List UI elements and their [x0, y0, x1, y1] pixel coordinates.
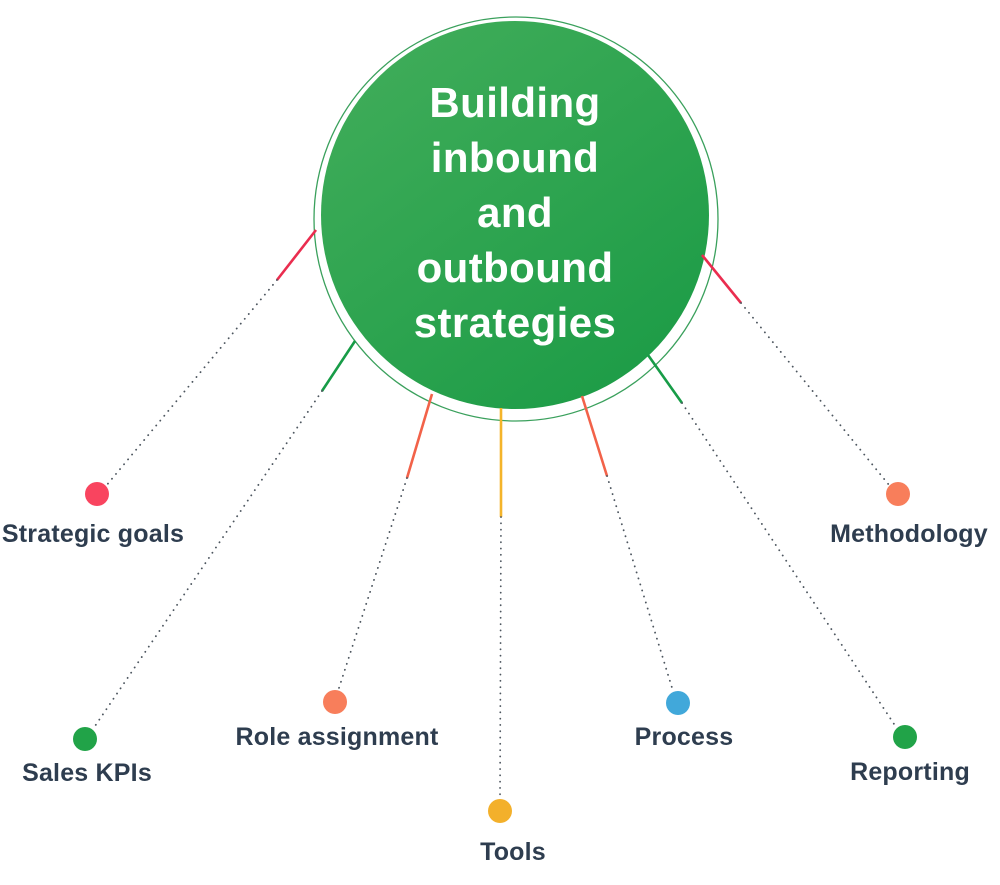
central-topic-line: strategies [413, 299, 617, 346]
node-dot-process [666, 691, 690, 715]
node-label-reporting: Reporting [850, 758, 970, 786]
spoke-dotted-strategic-goals [105, 279, 278, 487]
node-dot-methodology [886, 482, 910, 506]
spoke-dotted-reporting [681, 402, 897, 728]
spoke-solid-methodology [700, 254, 743, 304]
spoke-dotted-process [606, 475, 674, 692]
spoke-solid-sales-kpis [320, 340, 357, 392]
central-topic-line: and [477, 189, 553, 236]
node-label-role-assignment: Role assignment [235, 723, 439, 751]
spoke-solid-strategic-goals [275, 229, 318, 281]
node-label-tools: Tools [480, 838, 546, 866]
node-label-sales-kpis: Sales KPIs [22, 759, 152, 787]
spoke-dotted-methodology [740, 302, 890, 486]
central-topic-line: inbound [430, 134, 600, 181]
spoke-dotted-tools [499, 516, 502, 800]
node-dot-tools [488, 799, 512, 823]
node-label-methodology: Methodology [830, 520, 988, 548]
spoke-dotted-role-assignment [337, 477, 408, 692]
node-label-strategic-goals: Strategic goals [1, 520, 185, 548]
central-topic-line: Building [429, 79, 601, 126]
central-topic: Building inbound and outbound strategies [305, 75, 725, 350]
central-topic-line: outbound [416, 244, 614, 291]
central-circle [321, 21, 709, 409]
spoke-solid-reporting [646, 354, 684, 404]
node-dot-reporting [893, 725, 917, 749]
spoke-solid-role-assignment [405, 393, 434, 479]
spoke-solid-process [580, 395, 609, 477]
node-dot-sales-kpis [73, 727, 97, 751]
central-circle-ring [313, 16, 719, 422]
node-label-process: Process [634, 723, 734, 751]
node-dot-strategic-goals [85, 482, 109, 506]
spoke-dotted-sales-kpis [92, 390, 323, 730]
node-dot-role-assignment [323, 690, 347, 714]
